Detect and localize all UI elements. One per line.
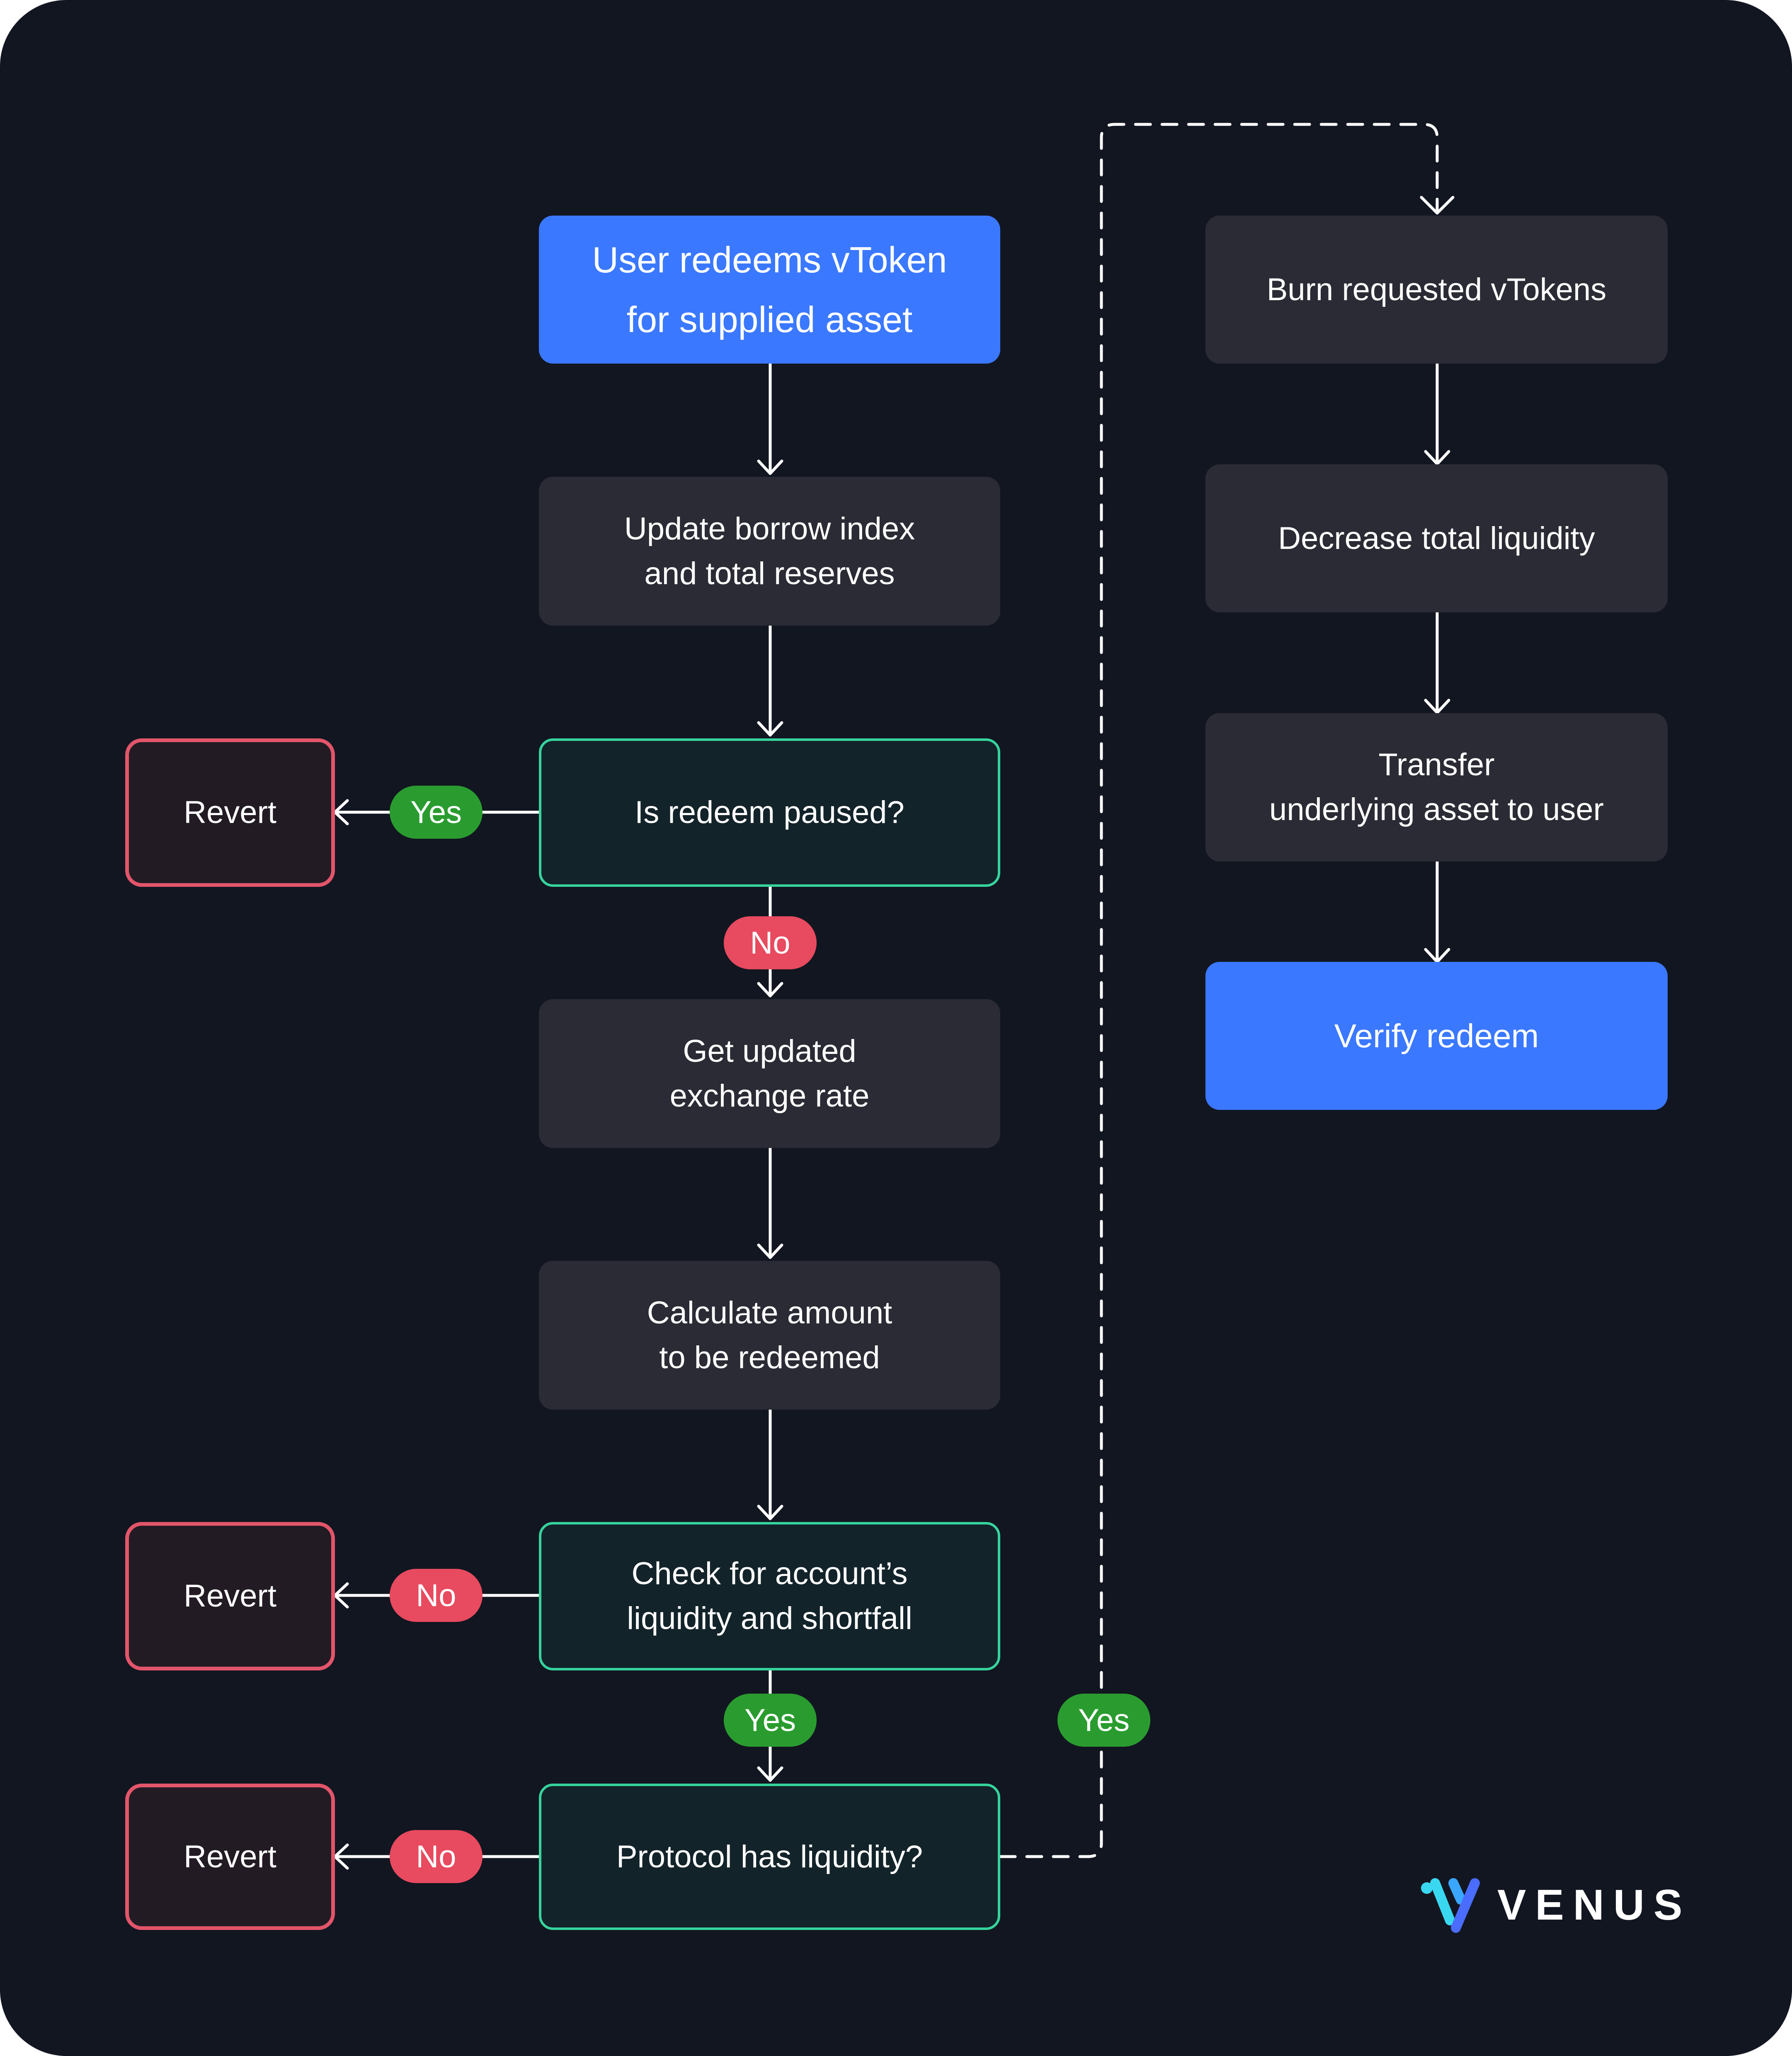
update-index-node: Update borrow index and total reserves bbox=[539, 477, 1000, 626]
revert-node: Revert bbox=[125, 738, 335, 887]
check-liquidity-decision: Check for account’s liquidity and shortf… bbox=[539, 1522, 1000, 1670]
arrowhead bbox=[757, 459, 783, 475]
venus-logo: VENUS bbox=[1418, 1874, 1682, 1936]
arrowhead bbox=[757, 1766, 783, 1782]
no-label: No bbox=[390, 1830, 483, 1883]
brand-name: VENUS bbox=[1497, 1881, 1692, 1929]
start-node: User redeems vToken for supplied asset bbox=[539, 216, 1000, 364]
transfer-node: Transfer underlying asset to user bbox=[1205, 713, 1668, 862]
decrease-node: Decrease total liquidity bbox=[1205, 464, 1668, 612]
arrowhead bbox=[757, 982, 783, 998]
no-label: No bbox=[390, 1569, 483, 1622]
revert-node: Revert bbox=[125, 1784, 335, 1930]
get-rate-node: Get updated exchange rate bbox=[539, 999, 1000, 1148]
yes-label: Yes bbox=[724, 1694, 817, 1747]
arrowhead bbox=[333, 799, 349, 825]
yes-label: Yes bbox=[390, 786, 483, 839]
revert-node: Revert bbox=[125, 1522, 335, 1670]
no-label: No bbox=[724, 916, 817, 969]
arrowhead bbox=[1424, 699, 1450, 714]
arrowhead bbox=[757, 1243, 783, 1259]
edge-protocol-to-burn-dashed bbox=[999, 123, 1439, 1858]
burn-node: Burn requested vTokens bbox=[1205, 216, 1668, 364]
protocol-liquidity-decision: Protocol has liquidity? bbox=[539, 1784, 1000, 1930]
calculate-node: Calculate amount to be redeemed bbox=[539, 1261, 1000, 1410]
is-paused-decision: Is redeem paused? bbox=[539, 738, 1000, 887]
arrowhead bbox=[333, 1582, 349, 1609]
venus-logo-icon bbox=[1421, 1878, 1480, 1933]
verify-node: Verify redeem bbox=[1205, 962, 1668, 1110]
arrowhead bbox=[757, 721, 783, 737]
yes-label: Yes bbox=[1057, 1694, 1150, 1747]
arrowhead bbox=[1420, 196, 1455, 215]
arrowhead bbox=[333, 1843, 349, 1870]
arrowhead bbox=[1424, 450, 1450, 466]
arrowhead bbox=[757, 1505, 783, 1520]
